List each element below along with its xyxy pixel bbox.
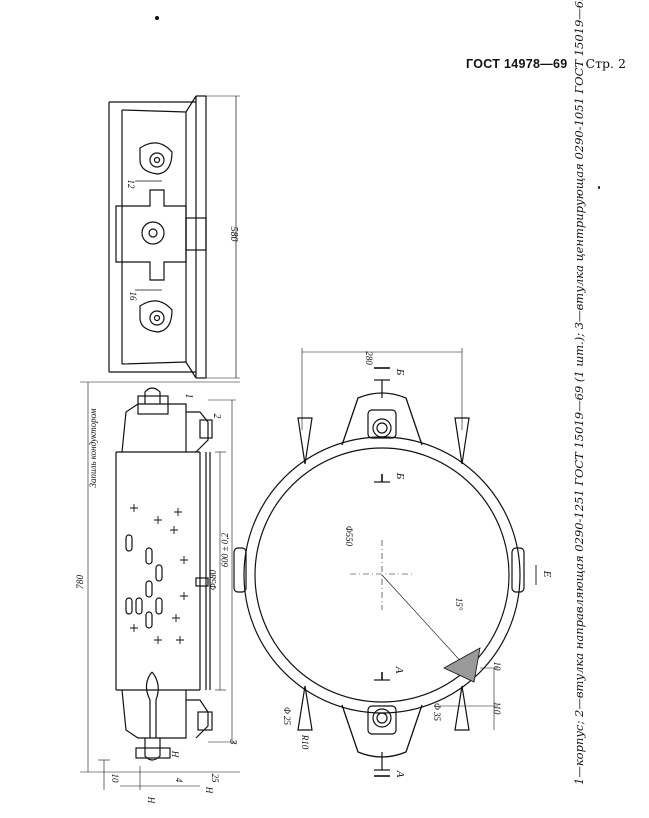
dim-10-section: 10 [110,774,120,784]
plan-view [233,348,537,777]
figure-caption: 1—корпус; 2—втулка направляющая 0290-125… [572,0,586,785]
callout-2: 2 [211,414,222,419]
mark-a-bottom: А [394,770,406,778]
speck [155,16,159,20]
section-view [80,381,240,790]
dim-25: 25 [210,774,220,784]
dim-h3: Н [204,786,214,794]
top-view [108,95,240,379]
angle-15: 15° [454,598,464,611]
dim-dia-inner: Φ580 [208,569,218,590]
dim-12: 12 [126,180,136,190]
page-number: Стр. 2 [585,56,626,71]
dim-dia-outer: 600 ± 0,2 [220,532,230,567]
mark-b-mid: Б [394,472,406,480]
dim-f35: Φ 35 [432,703,442,722]
dim-4: 4 [174,778,184,783]
speck [598,186,600,189]
dim-f25: Φ 25 [282,707,292,726]
dim-dia-550: Φ550 [344,526,354,547]
dim-16: 16 [128,292,138,302]
standard-number: ГОСТ 14978—69 [466,57,568,71]
dim-h2: Н [146,796,156,804]
dim-h1: Н [170,750,180,758]
dim-110: 110 [492,702,502,715]
mark-b-top: Б [394,368,406,376]
dim-10-plan: 10 [492,662,502,672]
dim-280: 280 [364,351,374,365]
page-header: ГОСТ 14978—69 Стр. 2 [466,56,626,71]
dim-580: 580 [228,227,239,242]
dim-r10: R10 [300,734,310,750]
drill-note: Запиль кондуктором [88,408,98,487]
callout-3: 3 [227,739,238,745]
mark-a-mid: А [393,666,405,674]
dim-780: 780 [76,575,86,590]
callout-1: 1 [183,394,194,399]
mark-e: Е [541,570,553,578]
